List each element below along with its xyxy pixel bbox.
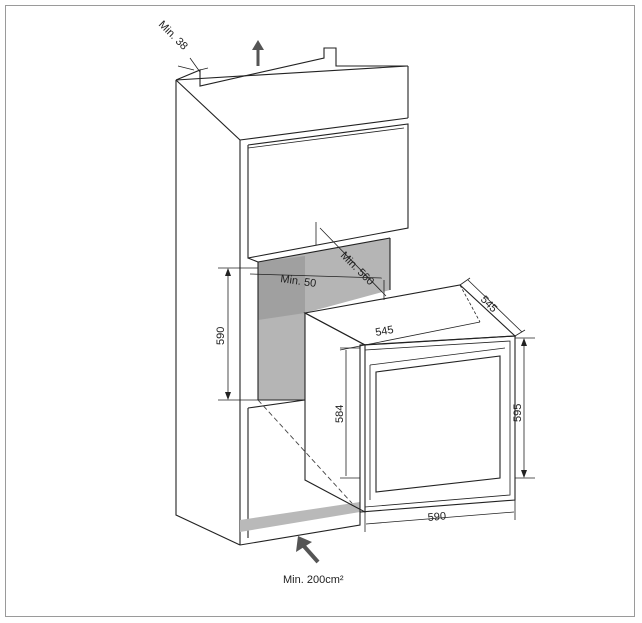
wine-cooler <box>303 284 517 513</box>
dim-545-top-label: 545 <box>374 324 394 339</box>
up-arrow-icon <box>252 40 264 66</box>
cabinet-body <box>175 47 409 546</box>
niche-opening <box>247 237 391 513</box>
dim-595-label: 595 <box>512 404 524 422</box>
min-200-label: Min. 200cm² <box>283 574 344 586</box>
dim-584-label: 584 <box>334 405 346 423</box>
dim-590-left-label: 590 <box>215 327 227 345</box>
min-38-label: Min. 38 <box>156 19 190 53</box>
dim-590-bottom-label: 590 <box>427 510 446 524</box>
min-50-label: Min. 50 <box>280 273 317 290</box>
ventilation-strip <box>240 502 360 532</box>
dim-545-depth-label: 545 <box>478 294 499 315</box>
ventilation-arrow-icon <box>296 536 320 564</box>
dimension-lines <box>177 57 535 532</box>
